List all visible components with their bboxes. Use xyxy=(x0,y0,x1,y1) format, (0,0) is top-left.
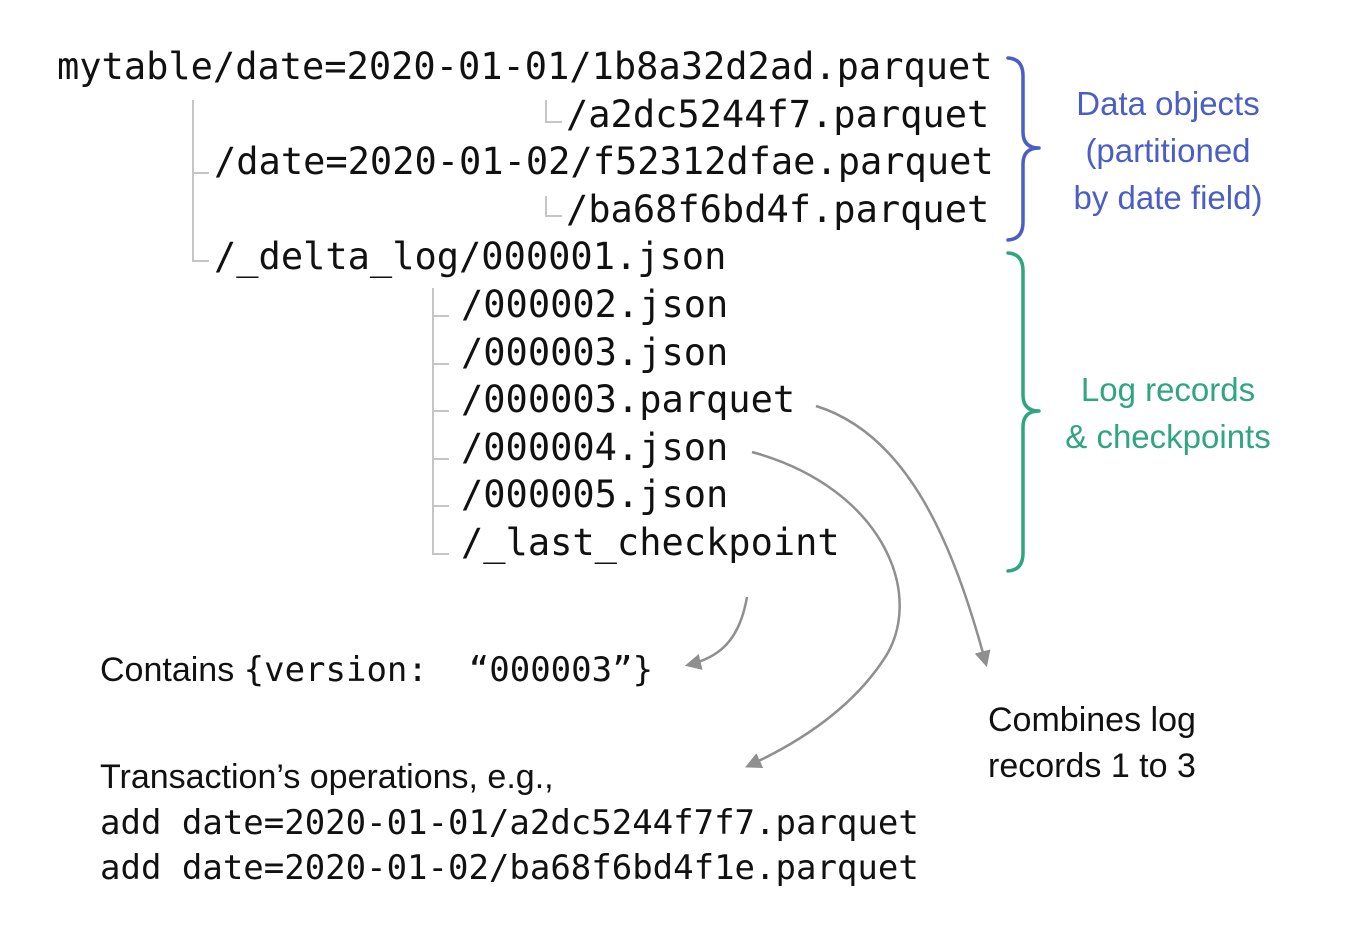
tree-entry-log-json5: /000005.json xyxy=(461,473,729,516)
log-records-label: Log records & checkpoints xyxy=(1040,366,1296,460)
arrow-json4-to-operations xyxy=(745,450,901,768)
tree-entry-data-parquet-1: mytable/date=2020-01-01/1b8a32d2ad.parqu… xyxy=(57,45,993,88)
tree-entry-delta-log-json1: /_delta_log/000001.json xyxy=(214,235,727,278)
data-objects-label-line2: (partitioned xyxy=(1085,132,1251,169)
contains-annotation-code: {version: “000003”} xyxy=(243,650,654,690)
log-records-brace xyxy=(1006,251,1041,573)
contains-annotation: Contains {version: “000003”} xyxy=(100,647,653,693)
data-objects-label-line3: by date field) xyxy=(1073,179,1263,216)
arrow-checkpoint-to-contains xyxy=(684,596,749,670)
transaction-operations-title: Transaction’s operations, e.g., xyxy=(100,758,554,796)
arrow-parquet3-to-combines xyxy=(815,404,991,668)
log-records-label-line1: Log records xyxy=(1080,371,1256,408)
data-objects-label: Data objects (partitioned by date field) xyxy=(1040,80,1296,221)
tree-entry-data-parquet-4: /ba68f6bd4f.parquet xyxy=(566,188,990,231)
tree-entry-data-parquet-3: /date=2020-01-02/f52312dfae.parquet xyxy=(214,140,994,183)
data-objects-label-line1: Data objects xyxy=(1076,85,1260,122)
combines-log-records-line1: Combines log xyxy=(988,701,1196,739)
transaction-op-add-1: add date=2020-01-01/a2dc5244f7f7.parquet xyxy=(100,803,919,843)
contains-annotation-prefix: Contains xyxy=(100,651,244,689)
tree-entry-log-json2: /000002.json xyxy=(461,283,729,326)
transaction-op-add-2: add date=2020-01-02/ba68f6bd4f1e.parquet xyxy=(100,848,919,888)
tree-entry-log-json3: /000003.json xyxy=(461,331,729,374)
log-records-label-line2: & checkpoints xyxy=(1065,418,1271,455)
tree-entry-checkpoint-parquet3: /000003.parquet xyxy=(461,378,796,421)
tree-entry-log-json4: /000004.json xyxy=(461,426,729,469)
combines-log-records-label: Combines log records 1 to 3 xyxy=(988,697,1196,789)
data-objects-brace xyxy=(1006,56,1041,242)
combines-log-records-line2: records 1 to 3 xyxy=(988,747,1196,785)
tree-connector-lines xyxy=(192,100,562,555)
tree-entry-data-parquet-2: /a2dc5244f7.parquet xyxy=(566,93,990,136)
tree-entry-last-checkpoint: /_last_checkpoint xyxy=(461,521,840,564)
